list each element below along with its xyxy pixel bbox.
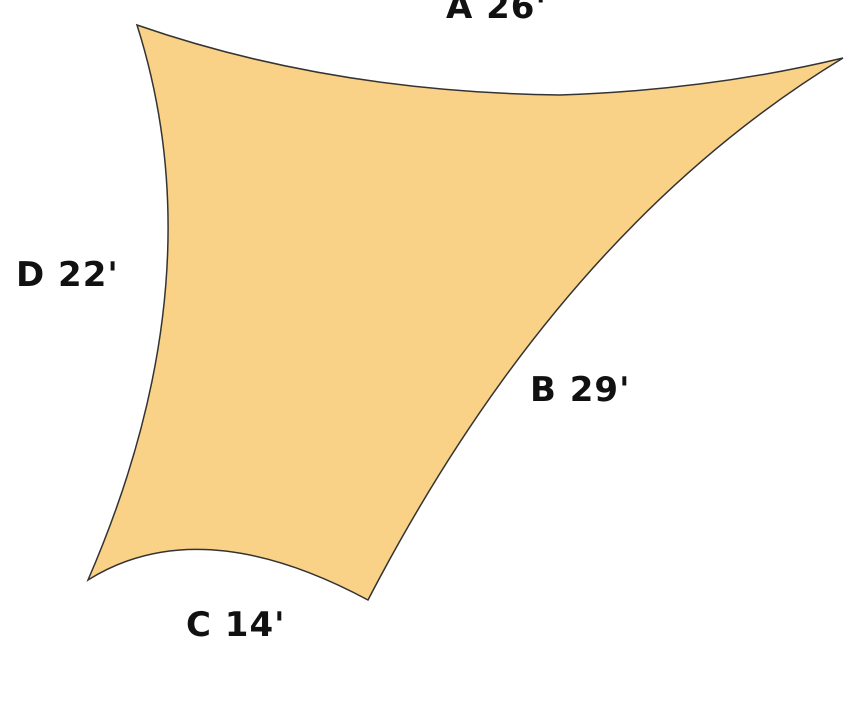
side-label-a: A 26' (446, 0, 547, 27)
side-label-c: C 14' (186, 605, 286, 645)
side-label-d: D 22' (16, 255, 119, 295)
side-label-b: B 29' (530, 370, 630, 410)
shade-sail-shape (86, 23, 844, 602)
